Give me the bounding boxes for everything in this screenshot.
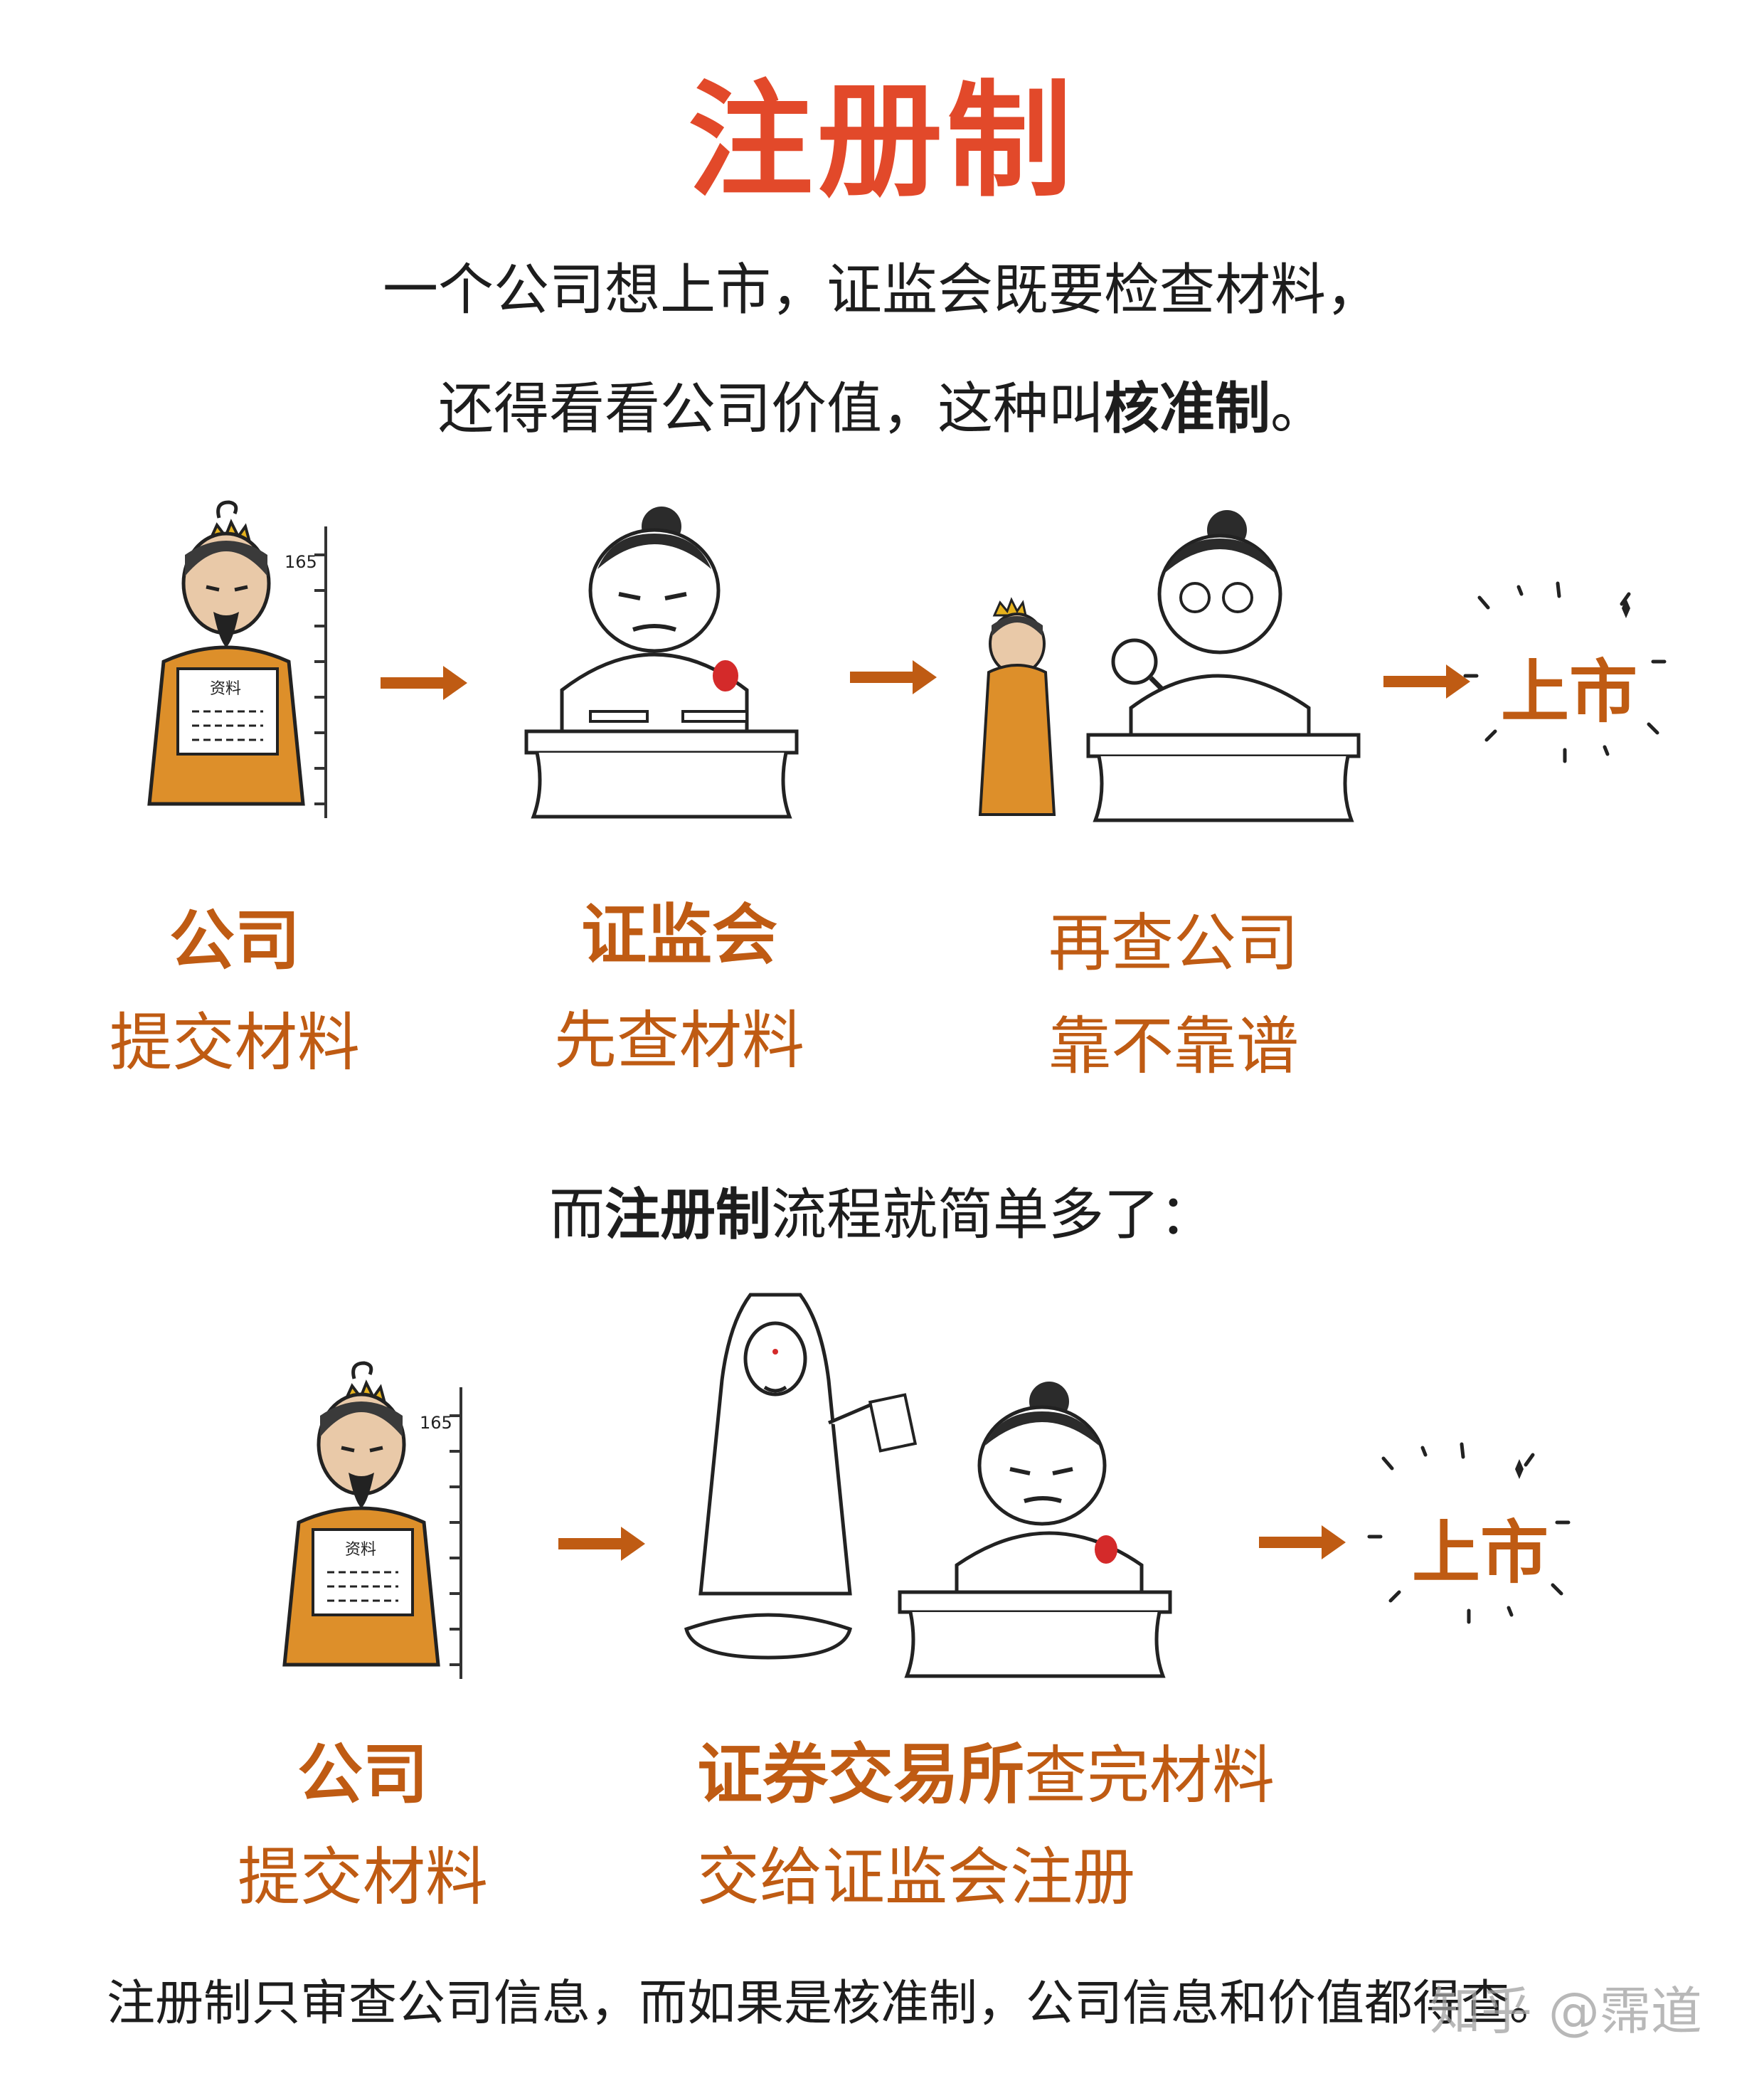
exchange-and-csrc-illustration [684,1293,1172,1678]
exchange-title-rest: 查完材料 [1024,1739,1275,1812]
csrc-officer-illustration [524,507,799,819]
footer-note: 注册制只审查公司信息，而如果是核准制，公司信息和价值都得查。 [107,1976,1558,2032]
arrow-company-to-exchange [558,1527,645,1561]
csrc-title: 证监会 [580,897,777,973]
check-line-1: 再查公司 [1048,906,1299,980]
arrow-check-to-listing [1383,664,1470,699]
company-subtitle-2: 提交材料 [237,1840,488,1914]
company-subtitle: 提交材料 [109,1006,360,1079]
ruler-mark: 165 [285,552,317,572]
ruler-mark-2: 165 [420,1413,452,1433]
document-label-2: 资料 [345,1541,376,1559]
intro-line-1: 一个公司想上市，证监会既要检查材料， [382,258,1381,322]
page-title: 注册制 [687,68,1076,214]
csrc-inspect-illustration [978,510,1361,822]
company-title: 公司 [169,903,300,979]
sparkle-burst-2 [1367,1442,1571,1624]
company-figure-illustration-2: 资料 165 [282,1361,462,1679]
csrc-subtitle: 先查材料 [553,1004,804,1077]
exchange-line-1: 证券交易所查完材料 [697,1722,1275,1816]
listing-label-2: 上市 [1412,1513,1548,1593]
document-label: 资料 [210,680,241,698]
arrow-exchange-to-listing [1259,1525,1346,1559]
arrow-csrc-to-check [850,660,937,694]
sparkle-burst-1 [1463,581,1667,763]
watermark: 知乎 @霈道 [1430,1981,1702,2041]
intro-line-2: 还得看看公司价值，这种叫核准制。 [437,377,1327,441]
middle-bold-term: 注册制 [604,1183,771,1247]
arrow-company-to-csrc [381,666,467,700]
check-line-2: 靠不靠谱 [1048,1009,1299,1083]
exchange-line-2: 交给证监会注册 [697,1840,1136,1914]
exchange-title: 证券交易所 [697,1737,1025,1813]
intro-bold-term: 核准制 [1103,377,1270,441]
middle-sentence: 而注册制流程就简单多了： [548,1183,1216,1247]
company-title-2: 公司 [297,1737,428,1813]
listing-label-1: 上市 [1501,652,1637,732]
company-figure-illustration: 资料 165 [147,500,327,818]
